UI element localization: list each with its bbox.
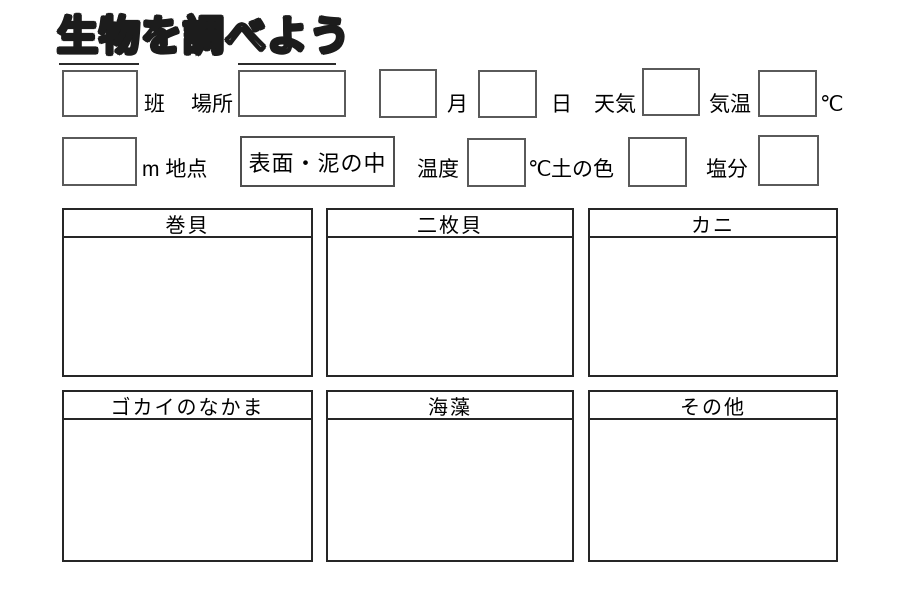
category-entry-area[interactable] [328,420,572,560]
salinity-label: 塩分 [706,158,748,181]
category-box-snails: 巻貝 [62,208,313,377]
category-entry-area[interactable] [64,238,311,375]
month-box[interactable] [379,69,437,118]
page-title: 生物を調べよう [56,12,351,60]
category-header: 二枚貝 [328,210,572,238]
air-temp-celsius-label: ℃ [820,93,844,116]
category-box-crabs: カニ [588,208,838,377]
water-temp-box[interactable] [467,138,526,187]
category-label: 海藻 [428,396,472,419]
category-label: ゴカイのなかま [110,396,265,419]
day-box[interactable] [478,70,537,118]
group-label: 班 [144,93,165,116]
category-entry-area[interactable] [64,420,311,560]
category-entry-area[interactable] [590,420,836,560]
category-box-worms: ゴカイのなかま [62,390,313,562]
distance-point-label: m 地点 [142,158,208,181]
weather-label: 天気 [594,93,636,116]
surface-mud-label: 表面・泥の中 [248,150,387,176]
category-header: 海藻 [328,392,572,420]
water-temp-celsius-label: ℃ [528,158,552,181]
group-number-box[interactable] [62,70,138,117]
category-entry-area[interactable] [328,238,572,375]
place-label: 場所 [191,93,233,116]
distance-box[interactable] [62,137,137,186]
surface-mud-box[interactable]: 表面・泥の中 [240,136,395,187]
category-header: その他 [590,392,836,420]
category-box-seaweed: 海藻 [326,390,574,562]
category-header: 巻貝 [64,210,311,238]
air-temp-box[interactable] [758,70,817,117]
soil-color-label: 土の色 [551,158,614,181]
day-label: 日 [551,93,572,116]
category-header: カニ [590,210,836,238]
category-label: その他 [680,396,746,419]
title-underline-left [59,63,139,65]
title-underline-right [238,63,336,65]
air-temp-label: 気温 [709,93,751,116]
category-header: ゴカイのなかま [64,392,311,420]
weather-box[interactable] [642,68,700,116]
category-label: 二枚貝 [417,214,483,237]
place-box[interactable] [238,70,346,117]
category-box-others: その他 [588,390,838,562]
month-label: 月 [447,93,468,116]
category-box-bivalves: 二枚貝 [326,208,574,377]
salinity-box[interactable] [758,135,819,186]
water-temp-label: 温度 [417,158,459,181]
category-label: カニ [691,214,735,237]
category-entry-area[interactable] [590,238,836,375]
category-label: 巻貝 [165,214,210,237]
soil-color-box[interactable] [628,137,687,187]
